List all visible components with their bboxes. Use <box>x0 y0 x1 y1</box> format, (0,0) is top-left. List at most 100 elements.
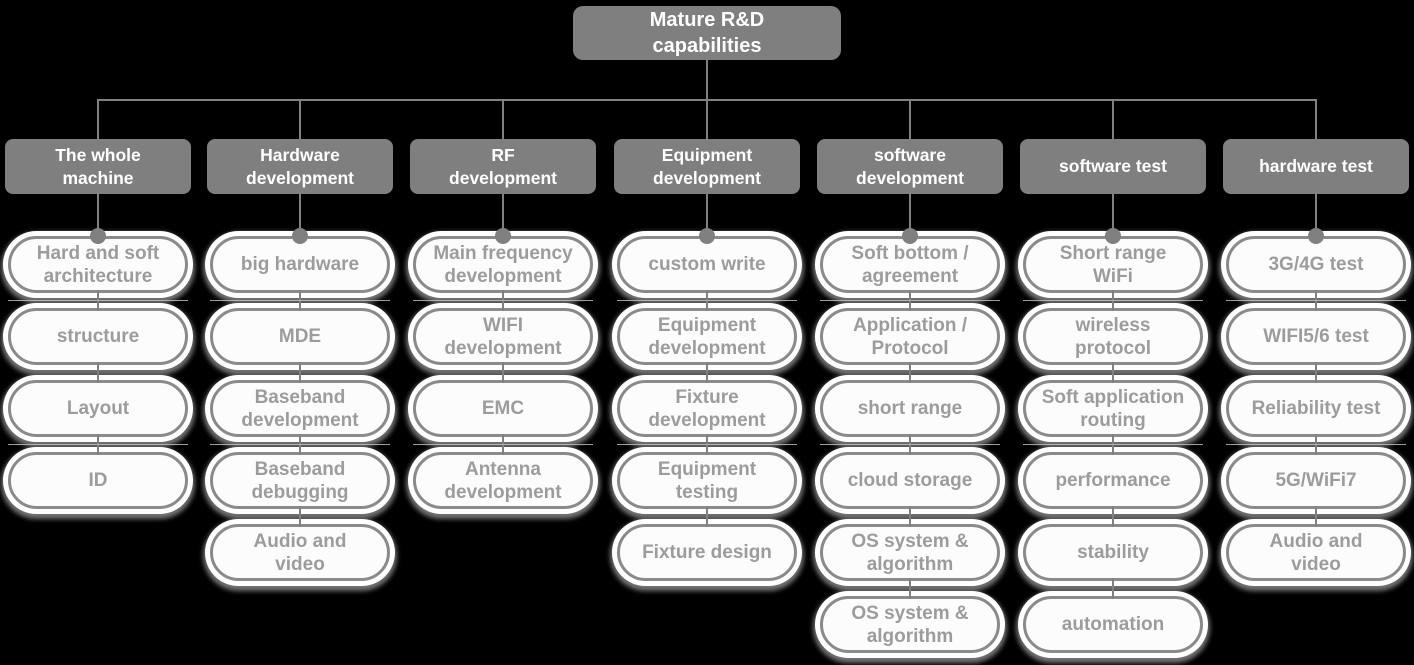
connector-stub <box>1112 99 1114 140</box>
connector-stub <box>706 506 708 527</box>
capability-node: Soft application routing <box>1023 380 1203 437</box>
capability-node: Application / Protocol <box>820 308 1000 365</box>
capability-node: Layout <box>8 380 188 437</box>
connector-stub <box>299 506 301 527</box>
capability-node: wireless protocol <box>1023 308 1203 365</box>
connector-stub <box>1112 578 1114 599</box>
divider-line <box>8 444 188 445</box>
divider-line <box>210 444 390 445</box>
divider-line <box>1226 444 1406 445</box>
connector-stub <box>299 362 301 383</box>
connector-stub <box>1315 362 1317 383</box>
connector-stub <box>299 194 301 239</box>
capability-node: Fixture design <box>617 524 797 581</box>
capability-node: short range <box>820 380 1000 437</box>
divider-line <box>820 444 1000 445</box>
branch-header-node: The whole machine <box>5 139 191 194</box>
capability-node: Short range WiFi <box>1023 236 1203 293</box>
divider-line <box>413 444 593 445</box>
capability-node: cloud storage <box>820 452 1000 509</box>
capability-node: 3G/4G test <box>1226 236 1406 293</box>
divider-line <box>617 444 797 445</box>
connector-stub <box>502 99 504 140</box>
capability-node: EMC <box>413 380 593 437</box>
capability-node: performance <box>1023 452 1203 509</box>
capability-node: Equipment testing <box>617 452 797 509</box>
root-node: Mature R&D capabilities <box>573 6 841 60</box>
connector-stub <box>502 362 504 383</box>
connector-stub <box>909 99 911 140</box>
connector-stub <box>299 99 301 140</box>
capability-node: Hard and soft architecture <box>8 236 188 293</box>
connector-stub <box>909 578 911 599</box>
divider-line <box>820 300 1000 301</box>
divider-line <box>413 300 593 301</box>
branch-header-node: software development <box>817 139 1003 194</box>
connector-stub <box>909 194 911 239</box>
branch-header-node: Equipment development <box>614 139 800 194</box>
connector-dot <box>1105 228 1121 244</box>
divider-line <box>1023 444 1203 445</box>
connector-stub <box>1112 194 1114 239</box>
capability-node: Equipment development <box>617 308 797 365</box>
connector-stub <box>909 506 911 527</box>
capability-node: WIFI5/6 test <box>1226 308 1406 365</box>
capability-node: Main frequency development <box>413 236 593 293</box>
capability-node: Audio and video <box>210 524 390 581</box>
connector-stub <box>706 99 708 140</box>
capability-node: Fixture development <box>617 380 797 437</box>
connector-dot <box>90 228 106 244</box>
divider-line <box>617 300 797 301</box>
capability-node: structure <box>8 308 188 365</box>
connector-dot <box>699 228 715 244</box>
connector-dot <box>1308 228 1324 244</box>
capability-node: OS system & algorithm <box>820 596 1000 653</box>
capability-node: OS system & algorithm <box>820 524 1000 581</box>
capability-node: Reliability test <box>1226 380 1406 437</box>
capability-node: Baseband debugging <box>210 452 390 509</box>
connector-stub <box>97 194 99 239</box>
connector-stub <box>97 362 99 383</box>
connector-stub <box>1315 99 1317 140</box>
connector-stub <box>97 99 99 140</box>
capability-node: Antenna development <box>413 452 593 509</box>
capability-node: Soft bottom / agreement <box>820 236 1000 293</box>
root-connector <box>706 60 708 100</box>
connector-dot <box>902 228 918 244</box>
divider-line <box>1023 300 1203 301</box>
connector-stub <box>1315 506 1317 527</box>
capability-node: automation <box>1023 596 1203 653</box>
connector-stub <box>1112 362 1114 383</box>
capability-node: ID <box>8 452 188 509</box>
branch-header-node: RF development <box>410 139 596 194</box>
capability-node: stability <box>1023 524 1203 581</box>
capability-node: 5G/WiFi7 <box>1226 452 1406 509</box>
connector-dot <box>495 228 511 244</box>
branch-header-node: software test <box>1020 139 1206 194</box>
capability-node: Audio and video <box>1226 524 1406 581</box>
connector-stub <box>1112 506 1114 527</box>
connector-dot <box>292 228 308 244</box>
connector-stub <box>909 362 911 383</box>
connector-stub <box>502 194 504 239</box>
branch-header-node: Hardware development <box>207 139 393 194</box>
divider-line <box>210 300 390 301</box>
capability-node: big hardware <box>210 236 390 293</box>
connector-stub <box>706 194 708 239</box>
divider-line <box>8 300 188 301</box>
capability-node: Baseband development <box>210 380 390 437</box>
divider-line <box>1226 300 1406 301</box>
capability-node: custom write <box>617 236 797 293</box>
branch-header-node: hardware test <box>1223 139 1409 194</box>
connector-stub <box>706 362 708 383</box>
capability-node: WIFI development <box>413 308 593 365</box>
connector-stub <box>1315 194 1317 239</box>
